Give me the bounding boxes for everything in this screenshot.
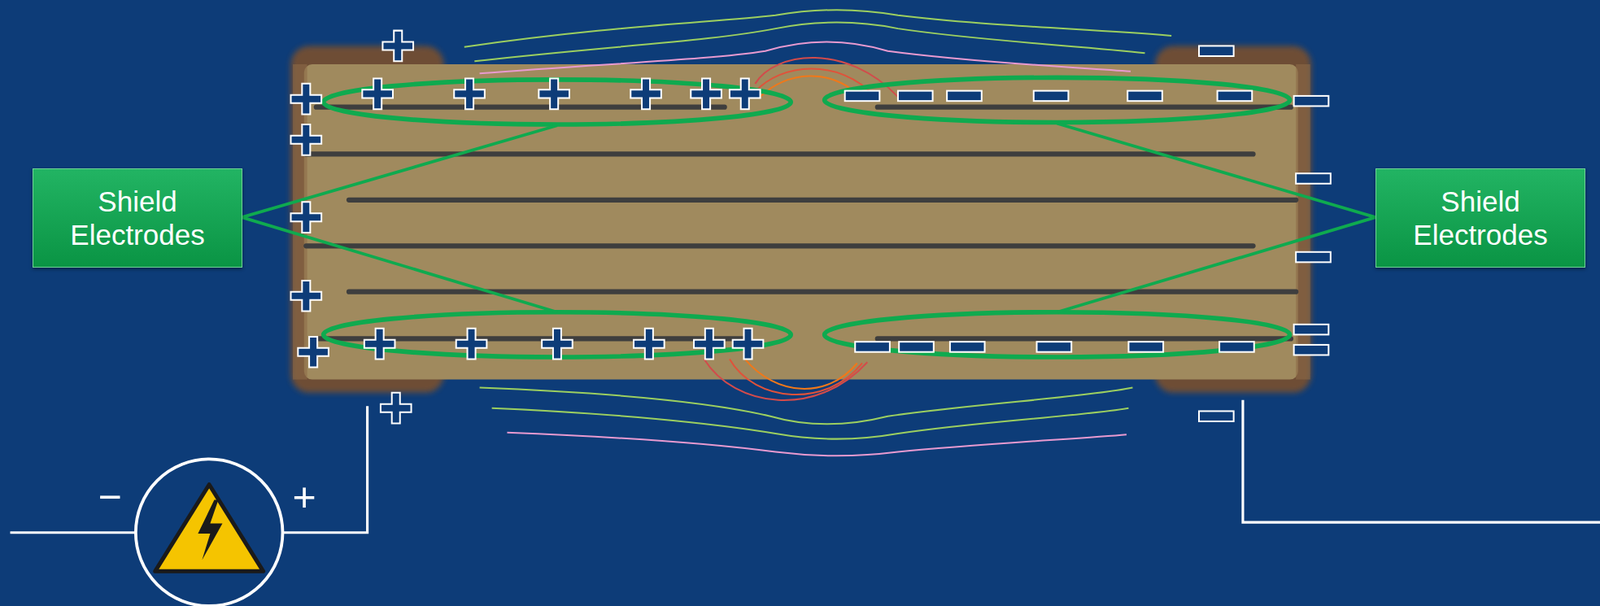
plus-charge (456, 328, 488, 360)
plus-charge (380, 392, 412, 424)
plus-charge (364, 328, 396, 360)
box-text: Shield Electrodes (1376, 184, 1585, 253)
plus-charge (291, 83, 323, 115)
minus-charge (1128, 341, 1164, 353)
charges (291, 30, 1331, 424)
plus-charge (541, 328, 573, 360)
plus-charge (291, 280, 323, 312)
plus-charge (729, 78, 761, 110)
plus-charge (361, 78, 393, 110)
plus-charge (291, 201, 323, 233)
minus-charge (1295, 252, 1331, 263)
minus-charge (1294, 324, 1330, 336)
polarity-label: − (97, 476, 122, 518)
termination (291, 45, 1312, 393)
minus-charge (1127, 91, 1163, 102)
plus-charge (630, 78, 662, 110)
minus-charge (898, 341, 934, 353)
minus-charge (854, 341, 890, 353)
minus-charge (1295, 173, 1331, 184)
minus-charge (898, 91, 933, 102)
plus-charge (732, 328, 764, 360)
termination-edge (292, 64, 1311, 380)
minus-charge (946, 91, 982, 102)
polarity-label: + (292, 476, 316, 518)
voltage-source (135, 458, 284, 606)
leader-lines (241, 123, 1376, 313)
minus-charge (950, 341, 986, 353)
box-text: Shield Electrodes (33, 184, 242, 253)
minus-charge (1198, 45, 1234, 57)
minus-charge (1217, 91, 1253, 102)
minus-charge (1198, 410, 1234, 422)
plus-charge (453, 78, 485, 110)
plus-charge (633, 328, 665, 360)
plus-charge (538, 78, 570, 110)
minus-charge (1294, 344, 1330, 356)
shield-label-box: Shield Electrodes (32, 168, 243, 268)
minus-charge (1294, 95, 1330, 107)
minus-charge (1037, 341, 1073, 353)
plus-charge (693, 328, 725, 360)
shield-ellipses (323, 77, 1291, 358)
minus-charge (845, 91, 881, 102)
shield-label-box: Shield Electrodes (1375, 168, 1586, 268)
minus-charge (1033, 91, 1069, 102)
plus-charge (291, 124, 323, 156)
minus-charge (1219, 341, 1255, 353)
ceramic-body (304, 64, 1299, 380)
plus-charge (382, 30, 414, 62)
plus-charge (690, 78, 722, 110)
electrodes (305, 107, 1296, 340)
plus-charge (297, 336, 329, 368)
